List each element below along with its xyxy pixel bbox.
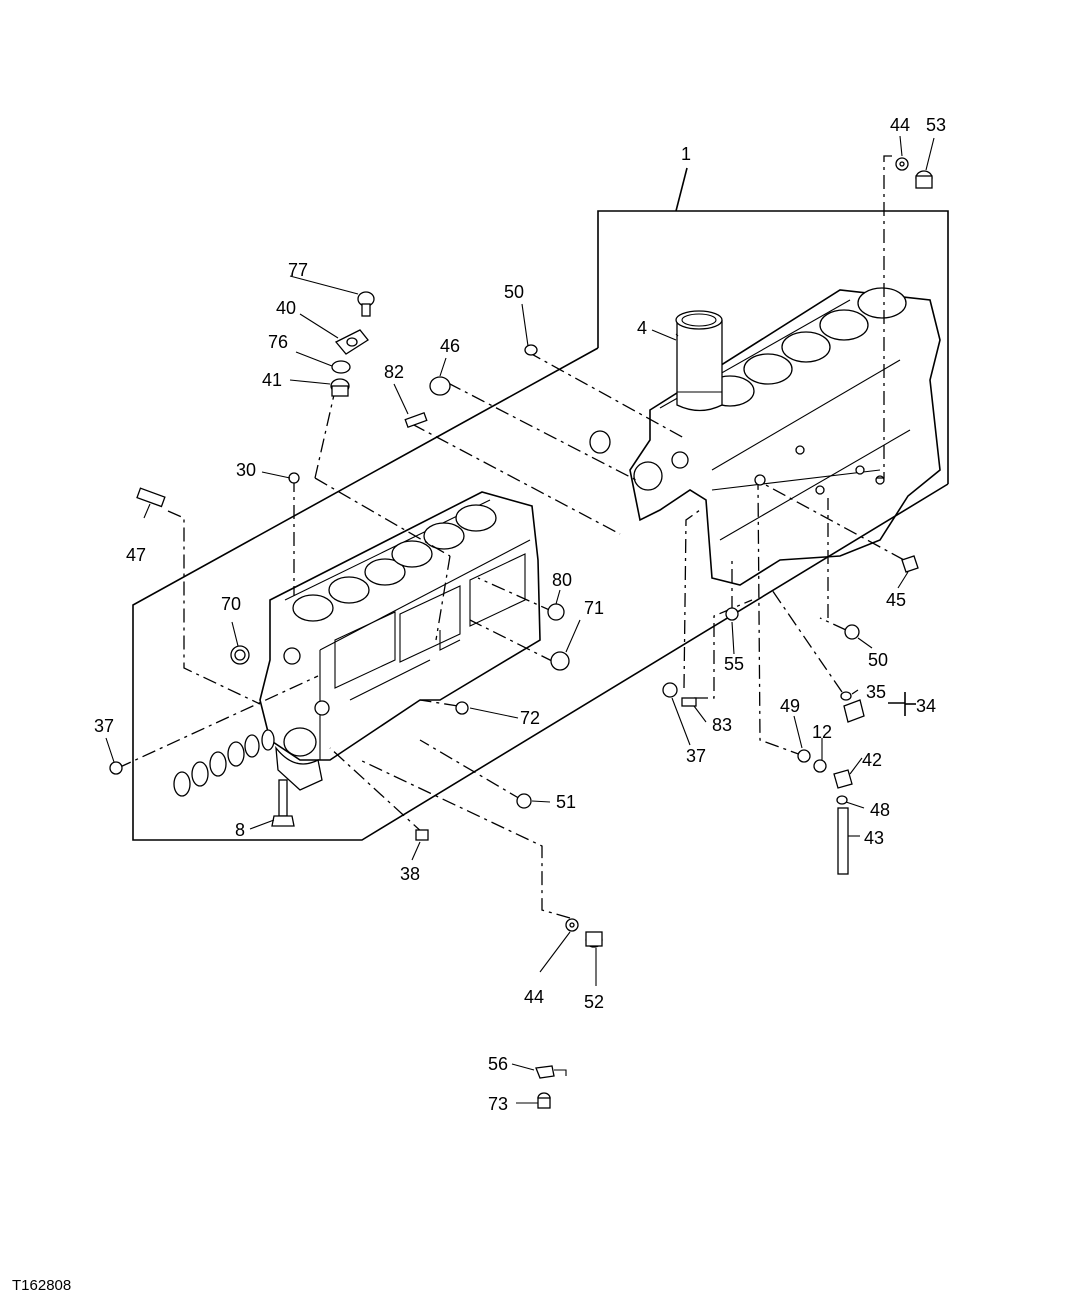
callout-72: 72 <box>520 708 540 728</box>
cylinder-liner <box>675 310 723 412</box>
callout-48: 48 <box>870 800 890 820</box>
callout-51: 51 <box>556 792 576 812</box>
callout-30: 30 <box>236 460 256 480</box>
callout-53: 53 <box>926 115 946 135</box>
callout-labels: 1 4 8 12 30 34 35 37 37 38 40 41 42 43 4… <box>94 115 946 1114</box>
callout-37-left: 37 <box>94 716 114 736</box>
callout-49: 49 <box>780 696 800 716</box>
callout-4: 4 <box>637 318 647 338</box>
callout-8: 8 <box>235 820 245 840</box>
callout-80: 80 <box>552 570 572 590</box>
small-parts <box>109 157 933 1109</box>
callout-38: 38 <box>400 864 420 884</box>
callout-82: 82 <box>384 362 404 382</box>
callout-37-right: 37 <box>686 746 706 766</box>
callout-50-top: 50 <box>504 282 524 302</box>
callout-12: 12 <box>812 722 832 742</box>
callout-44-lower: 44 <box>524 987 544 1007</box>
callout-55: 55 <box>724 654 744 674</box>
assembly-bracket-lines <box>132 167 949 841</box>
callout-44-top: 44 <box>890 115 910 135</box>
callout-43: 43 <box>864 828 884 848</box>
callout-73: 73 <box>488 1094 508 1114</box>
assembly-leader-lines <box>117 155 905 919</box>
callout-45: 45 <box>886 590 906 610</box>
callout-42: 42 <box>862 750 882 770</box>
cylinder-block-rear <box>629 287 941 586</box>
callout-70: 70 <box>221 594 241 614</box>
callout-71: 71 <box>584 598 604 618</box>
main-bearing-cap <box>271 745 323 827</box>
callout-76: 76 <box>268 332 288 352</box>
figure-id: T162808 <box>12 1277 71 1294</box>
callout-1: 1 <box>681 144 691 164</box>
seal-ring-set <box>173 729 275 797</box>
callout-34: 34 <box>916 696 936 716</box>
cylinder-block-front <box>259 491 541 761</box>
callout-77: 77 <box>288 260 308 280</box>
callout-40: 40 <box>276 298 296 318</box>
callout-50-right: 50 <box>868 650 888 670</box>
callout-47: 47 <box>126 545 146 565</box>
callout-41: 41 <box>262 370 282 390</box>
callout-46: 46 <box>440 336 460 356</box>
callout-52: 52 <box>584 992 604 1012</box>
callout-leaders <box>105 135 935 1104</box>
callout-56: 56 <box>488 1054 508 1074</box>
callout-83: 83 <box>712 715 732 735</box>
callout-35: 35 <box>866 682 886 702</box>
